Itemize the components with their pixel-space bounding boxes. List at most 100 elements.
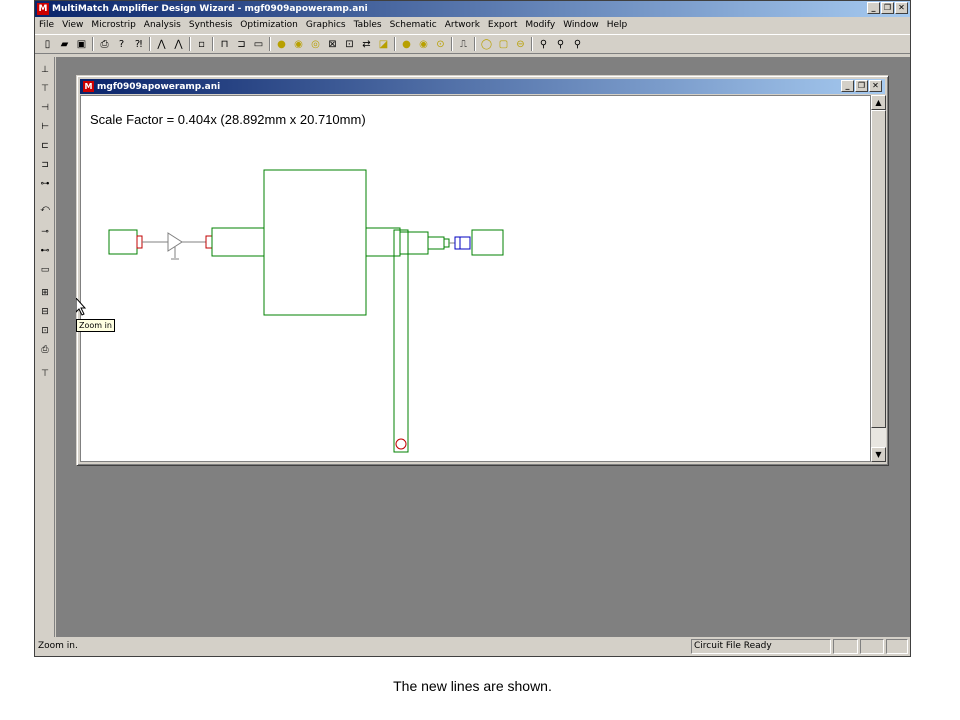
pulse-icon[interactable]: ⎍ [460, 38, 467, 50]
close-button[interactable]: ✕ [895, 2, 908, 14]
layout-1-icon[interactable]: ⚲ [539, 38, 548, 50]
menu-window[interactable]: Window [563, 20, 599, 30]
new-file-icon[interactable]: ▯ [44, 38, 51, 50]
tool-gap-icon[interactable]: ⊶ [40, 179, 50, 189]
line-element-icon[interactable]: ⊓ [220, 38, 229, 50]
noise-circle-icon[interactable]: ◎ [311, 38, 320, 50]
schematic-icon[interactable]: ◪ [378, 38, 389, 50]
toolbar-separator [449, 36, 455, 52]
series-line-4 [443, 238, 450, 248]
menu-analysis[interactable]: Analysis [143, 20, 181, 30]
zoom-fit-icon[interactable]: ⊡ [41, 326, 49, 336]
window-title: MultiMatch Amplifier Design Wizard - mgf… [52, 4, 368, 14]
tool-step-icon[interactable]: ⊏ [41, 141, 49, 151]
toolbar-separator [267, 36, 273, 52]
matrix-icon[interactable]: ⊠ [328, 38, 337, 50]
print-layout-icon[interactable]: ⎙ [41, 345, 49, 355]
child-close-button[interactable]: ✕ [869, 80, 882, 92]
output-line-section [365, 227, 401, 257]
toolbar-separator [472, 36, 478, 52]
device-icon[interactable]: ▫ [198, 38, 205, 50]
network-icon[interactable]: ⊡ [345, 38, 354, 50]
tool-line-icon[interactable]: ⊣ [41, 103, 49, 113]
scale-factor-label: Scale Factor = 0.404x (28.892mm x 20.710… [90, 112, 366, 127]
context-help-icon[interactable]: ⁈ [134, 38, 143, 50]
layout-3-icon[interactable]: ⚲ [573, 38, 582, 50]
main-toolbar: ▯ ▰ ▣ ⎙ ? ⁈ ⋀ ⋀ ▫ ⊓ ⊐ ▭ ● ◉ ◎ ⊠ ⊡ ⇄ ◪ ● … [35, 34, 910, 54]
layout-2-icon[interactable]: ⚲ [556, 38, 565, 50]
menu-artwork[interactable]: Artwork [444, 20, 480, 30]
smith-chart-icon[interactable]: ● [277, 38, 286, 50]
stability-icon[interactable]: ◉ [419, 38, 428, 50]
component-icon[interactable]: ▭ [253, 38, 264, 50]
menu-export[interactable]: Export [487, 20, 518, 30]
zoom-in-tooltip: Zoom in [76, 319, 115, 332]
open-folder-icon[interactable]: ▰ [60, 38, 69, 50]
amplifier-wizard-2-icon[interactable]: ⋀ [174, 38, 183, 50]
menu-microstrip[interactable]: Microstrip [91, 20, 136, 30]
circle-tool-icon[interactable]: ◯ [480, 38, 493, 50]
tool-transistor-icon[interactable]: ⊥ [41, 65, 49, 75]
ellipse-tool-icon[interactable]: ⊖ [516, 38, 525, 50]
menu-synthesis[interactable]: Synthesis [188, 20, 233, 30]
circuit-layout [108, 169, 504, 453]
minimize-button[interactable]: _ [867, 2, 880, 14]
tool-tee-junction-icon[interactable]: ⊤ [41, 369, 49, 379]
series-line-2 [399, 231, 429, 255]
scroll-up-button[interactable]: ▲ [871, 95, 886, 110]
restore-button[interactable]: ❐ [881, 2, 894, 14]
zoom-in-icon[interactable]: ⊞ [41, 288, 49, 298]
toolbar-separator [90, 36, 96, 52]
menu-modify[interactable]: Modify [525, 20, 556, 30]
tool-capacitor-icon[interactable]: ⊷ [40, 246, 50, 256]
save-icon[interactable]: ▣ [76, 38, 87, 50]
blocking-capacitor-a [454, 236, 461, 250]
toolbar-separator [147, 36, 153, 52]
toolbar-separator [187, 36, 193, 52]
mouse-cursor-icon [76, 298, 87, 316]
stub-element-icon[interactable]: ⊐ [237, 38, 246, 50]
square-tool-icon[interactable]: ▢ [498, 38, 509, 50]
status-file-state: Circuit File Ready [691, 639, 831, 654]
menu-graphics[interactable]: Graphics [305, 20, 346, 30]
tool-bend-icon[interactable]: ⤺ [40, 204, 50, 214]
layout-tools-toolbar: ⊥ ⊤ ⊣ ⊢ ⊏ ⊐ ⊶ ⤺ ⊸ ⊷ ▭ ⊞ ⊟ ⊡ ⎙ ⊤ [35, 57, 55, 637]
child-title-bar[interactable]: M mgf0909apoweramp.ani _ ❐ ✕ [80, 79, 885, 94]
menu-view[interactable]: View [62, 20, 84, 30]
matching-pad [263, 169, 367, 316]
layout-canvas[interactable]: Scale Factor = 0.404x (28.892mm x 20.710… [80, 95, 871, 462]
menu-help[interactable]: Help [606, 20, 628, 30]
output-port-pad [471, 229, 504, 256]
tool-stub-icon[interactable]: ⊢ [41, 122, 49, 132]
title-bar[interactable]: M MultiMatch Amplifier Design Wizard - m… [35, 1, 910, 17]
target-icon[interactable]: ⊙ [436, 38, 445, 50]
menu-optimization[interactable]: Optimization [240, 20, 298, 30]
tool-resistor-icon[interactable]: ⊸ [41, 227, 49, 237]
child-restore-button[interactable]: ❐ [855, 80, 868, 92]
status-bar: Zoom in. Circuit File Ready [35, 638, 910, 656]
vertical-scrollbar[interactable]: ▲ ▼ [871, 95, 886, 462]
scroll-down-button[interactable]: ▼ [871, 447, 886, 462]
status-pane-empty-2 [860, 639, 884, 654]
gain-circle-icon[interactable]: ◉ [294, 38, 303, 50]
toolbar-separator [529, 36, 535, 52]
swap-icon[interactable]: ⇄ [362, 38, 371, 50]
print-icon[interactable]: ⎙ [100, 38, 109, 50]
transistor-symbol [167, 232, 183, 252]
tool-tee-icon[interactable]: ⊤ [41, 84, 49, 94]
tool-coupler-icon[interactable]: ⊐ [41, 160, 49, 170]
menu-bar: File View Microstrip Analysis Synthesis … [35, 17, 910, 33]
help-icon[interactable]: ? [118, 38, 125, 50]
menu-tables[interactable]: Tables [353, 20, 382, 30]
y-parameter-icon[interactable]: ● [402, 38, 411, 50]
amplifier-wizard-icon[interactable]: ⋀ [157, 38, 166, 50]
tool-block-icon[interactable]: ▭ [40, 265, 50, 275]
application-window: M MultiMatch Amplifier Design Wizard - m… [34, 0, 911, 657]
output-connector [205, 235, 213, 249]
caption-text: The new lines are shown. [393, 678, 552, 694]
zoom-out-icon[interactable]: ⊟ [41, 307, 49, 317]
scroll-thumb[interactable] [871, 110, 886, 428]
menu-file[interactable]: File [39, 20, 55, 30]
menu-schematic[interactable]: Schematic [389, 20, 437, 30]
child-minimize-button[interactable]: _ [841, 80, 854, 92]
